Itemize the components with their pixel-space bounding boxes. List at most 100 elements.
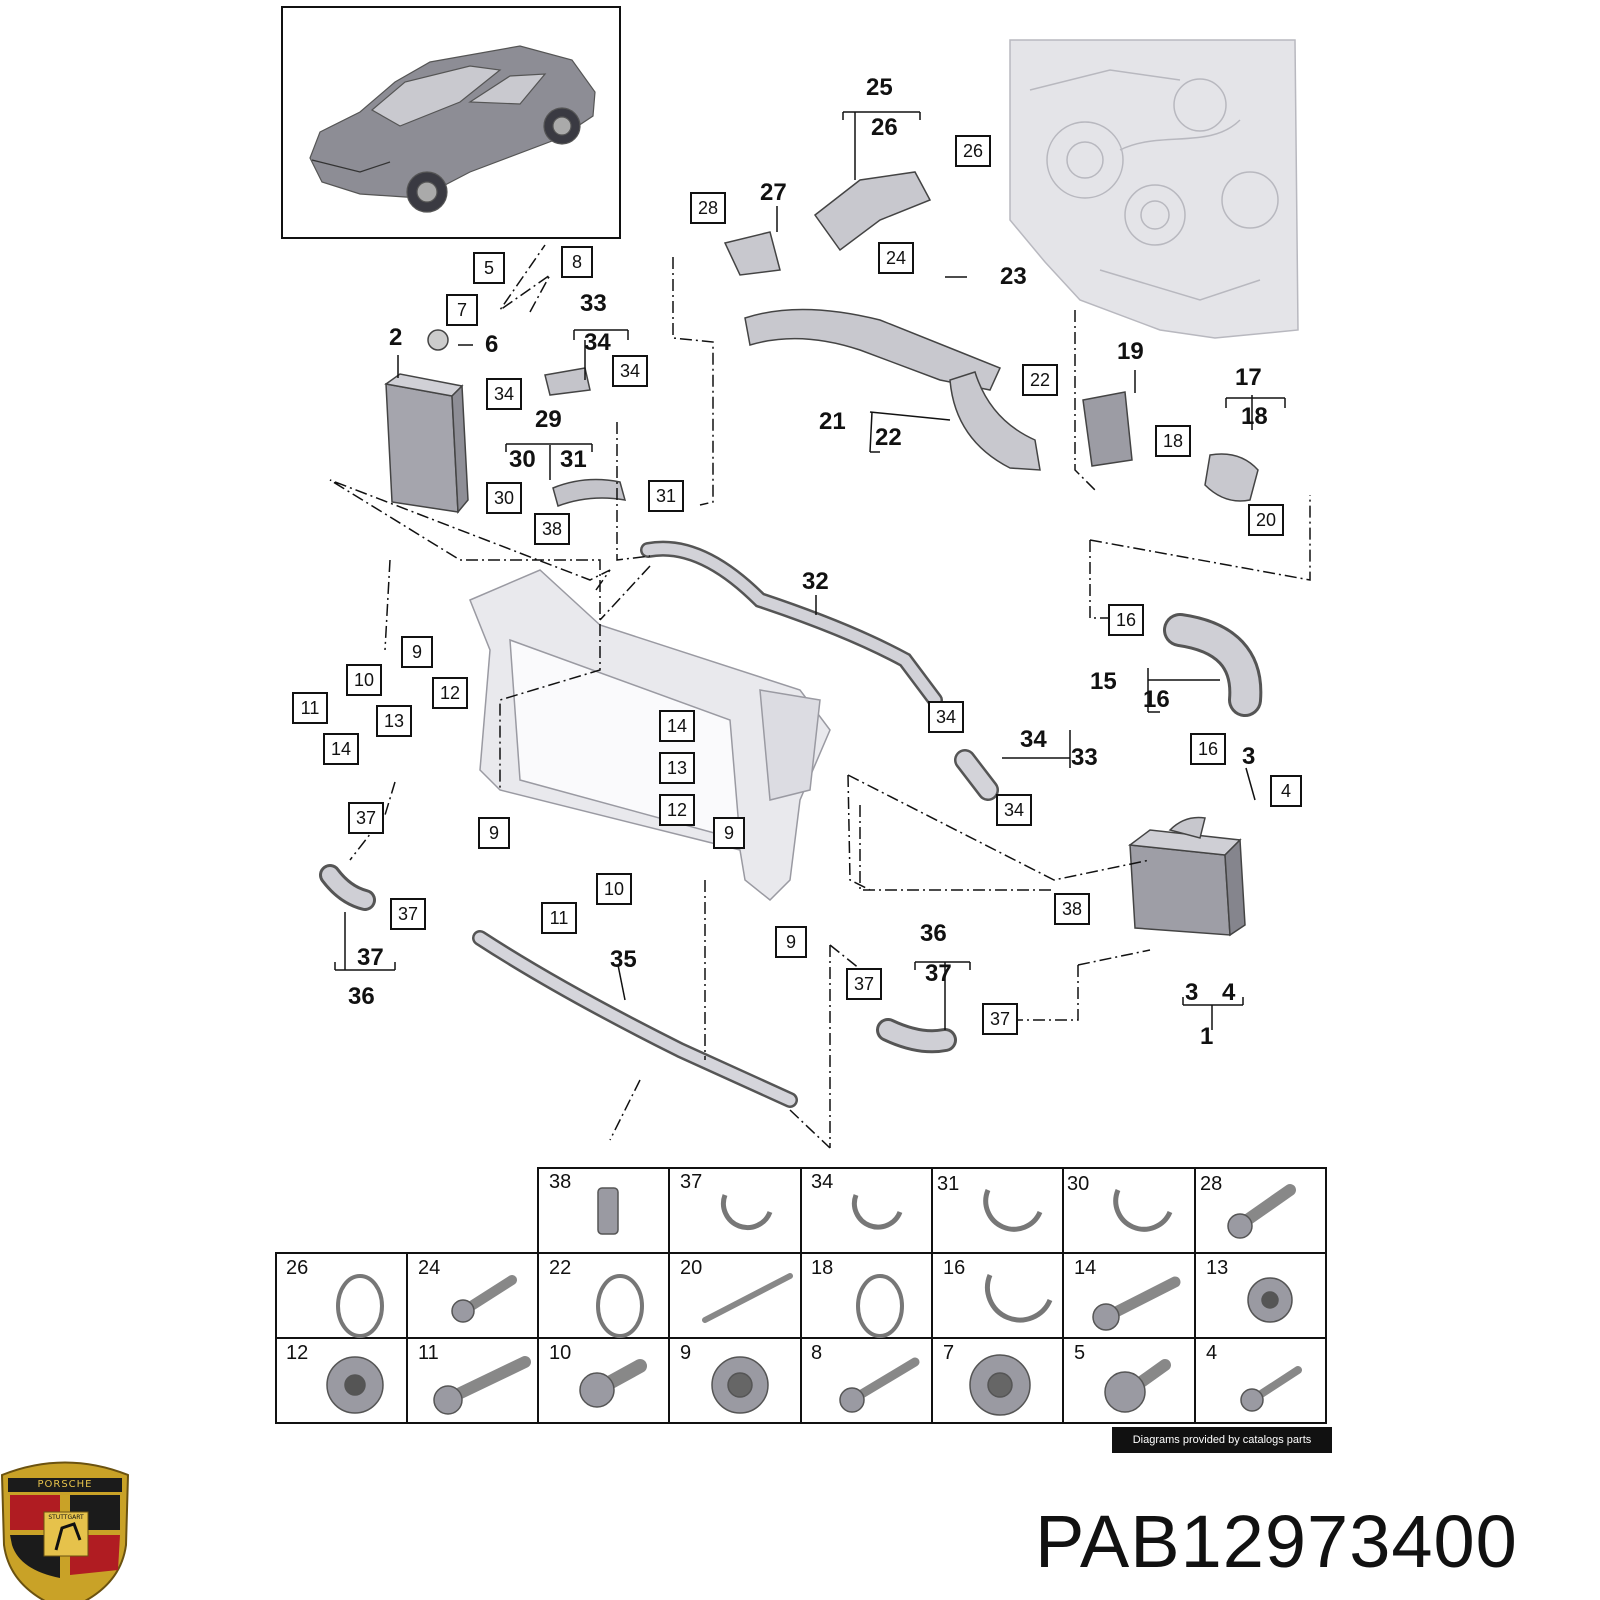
- label-21: 21: [819, 408, 846, 435]
- label-31: 31: [560, 446, 587, 473]
- label-37: 37: [357, 944, 384, 971]
- table-cell-9: 9: [680, 1342, 692, 1364]
- label-33: 33: [1071, 744, 1098, 771]
- intercooler-right: [1128, 816, 1246, 937]
- callout-box-10: 10: [596, 873, 632, 905]
- table-cell-12: 12: [286, 1342, 309, 1364]
- label-15: 15: [1090, 668, 1117, 695]
- logo-center-text: STUTTGART: [48, 1514, 84, 1521]
- callout-box-37: 37: [982, 1003, 1018, 1035]
- table-part-pictures: [326, 1184, 1302, 1416]
- part-number: PAB12973400: [1035, 1500, 1518, 1583]
- label-1: 1: [1200, 1023, 1214, 1050]
- label-3: 3: [1185, 979, 1199, 1006]
- label-18: 18: [1241, 403, 1268, 430]
- callout-box-34: 34: [486, 378, 522, 410]
- label-33: 33: [580, 290, 607, 317]
- label-2: 2: [389, 324, 403, 351]
- label-19: 19: [1117, 338, 1144, 365]
- callout-box-38: 38: [534, 513, 570, 545]
- table-cell-22: 22: [549, 1257, 572, 1279]
- table-cell-16: 16: [943, 1257, 966, 1279]
- table-cell-26: 26: [286, 1257, 309, 1279]
- vehicle-inset-frame: [281, 6, 621, 239]
- vehicle-illustration: [309, 45, 596, 213]
- intercooler-left: [384, 329, 469, 514]
- label-27: 27: [760, 179, 787, 206]
- label-35: 35: [610, 946, 637, 973]
- label-34: 34: [1020, 726, 1047, 753]
- callout-box-5: 5: [473, 252, 505, 284]
- table-cell-5: 5: [1074, 1342, 1086, 1364]
- callout-box-34: 34: [612, 355, 648, 387]
- table-cell-30: 30: [1067, 1173, 1090, 1195]
- logo-top-text: PORSCHE: [37, 1479, 93, 1490]
- label-29: 29: [535, 406, 562, 433]
- diagram-credit-watermark: Diagrams provided by catalogs parts: [1112, 1427, 1332, 1453]
- callout-box-11: 11: [541, 902, 577, 934]
- table-cell-14: 14: [1074, 1257, 1097, 1279]
- label-22: 22: [875, 424, 902, 451]
- label-23: 23: [1000, 263, 1027, 290]
- hoses-left: [544, 367, 627, 507]
- leader-lines: [329, 244, 1311, 1149]
- charge-air-ducts-upper: [723, 171, 1259, 502]
- solid-leaders: [334, 111, 1286, 1030]
- callout-box-12: 12: [659, 794, 695, 826]
- table-cell-34: 34: [811, 1171, 834, 1193]
- label-36: 36: [348, 983, 375, 1010]
- callout-box-14: 14: [323, 733, 359, 765]
- label-25: 25: [866, 74, 893, 101]
- callout-box-34: 34: [928, 701, 964, 733]
- callout-box-9: 9: [775, 926, 807, 958]
- table-cell-37: 37: [680, 1171, 703, 1193]
- callout-box-28: 28: [690, 192, 726, 224]
- callout-box-22: 22: [1022, 364, 1058, 396]
- callout-box-18: 18: [1155, 425, 1191, 457]
- table-cell-7: 7: [943, 1342, 955, 1364]
- label-37: 37: [925, 960, 952, 987]
- callout-box-9: 9: [401, 636, 433, 668]
- callout-box-26: 26: [955, 135, 991, 167]
- table-cell-11: 11: [418, 1342, 439, 1364]
- callout-box-37: 37: [846, 968, 882, 1000]
- callout-box-10: 10: [346, 664, 382, 696]
- callout-box-9: 9: [713, 817, 745, 849]
- label-6: 6: [485, 331, 499, 358]
- callout-box-8: 8: [561, 246, 593, 278]
- callout-box-37: 37: [348, 802, 384, 834]
- callout-box-16: 16: [1108, 604, 1144, 636]
- radiator-support-frame: [469, 569, 831, 902]
- callout-box-16: 16: [1190, 733, 1226, 765]
- table-cell-4: 4: [1206, 1342, 1218, 1364]
- label-4: 4: [1222, 979, 1236, 1006]
- table-cell-10: 10: [549, 1342, 572, 1364]
- engine-illustration: [1009, 39, 1299, 339]
- label-32: 32: [802, 568, 829, 595]
- callout-box-37: 37: [390, 898, 426, 930]
- callout-box-34: 34: [996, 794, 1032, 826]
- label-16: 16: [1143, 686, 1170, 713]
- porsche-crest-logo: [0, 1461, 130, 1600]
- callout-box-4: 4: [1270, 775, 1302, 807]
- table-cell-24: 24: [418, 1257, 441, 1279]
- callout-box-31: 31: [648, 480, 684, 512]
- table-cell-13: 13: [1206, 1257, 1229, 1279]
- label-30: 30: [509, 446, 536, 473]
- callout-box-20: 20: [1248, 504, 1284, 536]
- table-cell-38: 38: [549, 1171, 572, 1193]
- parts-table-grid: [275, 1167, 1327, 1424]
- label-36: 36: [920, 920, 947, 947]
- callout-box-12: 12: [432, 677, 468, 709]
- table-cell-20: 20: [680, 1257, 703, 1279]
- callout-box-7: 7: [446, 294, 478, 326]
- callout-box-11: 11: [292, 692, 328, 724]
- callout-box-14: 14: [659, 710, 695, 742]
- table-cell-28: 28: [1200, 1173, 1223, 1195]
- label-26: 26: [871, 114, 898, 141]
- table-cell-8: 8: [811, 1342, 823, 1364]
- label-17: 17: [1235, 364, 1262, 391]
- label-34: 34: [584, 329, 611, 356]
- callout-box-13: 13: [659, 752, 695, 784]
